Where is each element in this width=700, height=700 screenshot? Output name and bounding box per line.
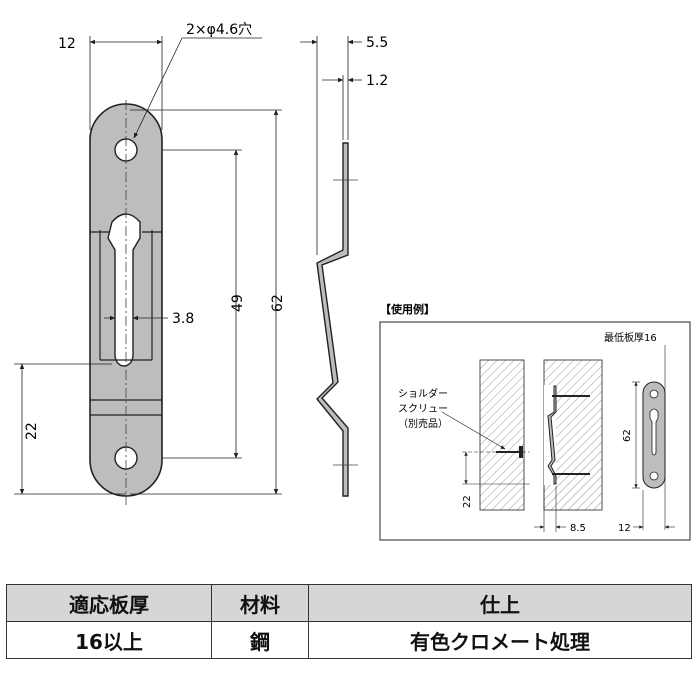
usage-dim-offset: 8.5 [570,523,586,534]
usage-dim-width: 12 [618,523,631,534]
value-material: 鋼 [211,621,309,659]
header-finish: 仕上 [308,584,692,622]
dim-hole-label: 2×φ4.6穴 [186,22,252,38]
front-view: 12 2×φ4.6穴 62 49 3.8 22 [14,22,286,505]
dim-slot-label: 3.8 [172,311,194,327]
keyhole-slot [107,213,141,367]
usage-dim-height: 62 [622,429,633,442]
dim-length-label: 62 [270,294,286,312]
usage-title: 【使用例】 [380,302,435,316]
dim-depth-label: 5.5 [366,35,388,51]
usage-example: 【使用例】 ショルダー スクリュー （別売品） 22 8.5 最低板厚16 [379,302,691,541]
usage-min-board: 最低板厚16 [604,331,657,344]
value-board-thickness: 16以上 [6,621,212,659]
dim-width-label: 12 [58,36,76,52]
value-finish: 有色クロメート処理 [308,621,692,659]
spec-value-row: 16以上 鋼 有色クロメート処理 [6,621,692,659]
hanger-profile [316,142,349,497]
screw-label-1: ショルダー [398,387,448,400]
header-board-thickness: 適応板厚 [6,584,212,622]
usage-dim-bottom: 22 [462,495,473,508]
dim-thickness-label: 1.2 [366,73,388,89]
screw-label-2: スクリュー [398,403,448,415]
header-material: 材料 [211,584,309,622]
screw-label-3: （別売品） [398,417,448,430]
dim-pitch-label: 49 [230,294,246,312]
technical-drawing: 12 2×φ4.6穴 62 49 3.8 22 5.5 [14,22,691,541]
spec-table: 適応板厚 材料 仕上 16以上 鋼 有色クロメート処理 [6,584,692,659]
spec-header-row: 適応板厚 材料 仕上 [6,584,692,622]
side-view: 5.5 1.2 [300,35,388,497]
dim-bottom-label: 22 [24,422,40,440]
usage-frame [379,321,691,541]
